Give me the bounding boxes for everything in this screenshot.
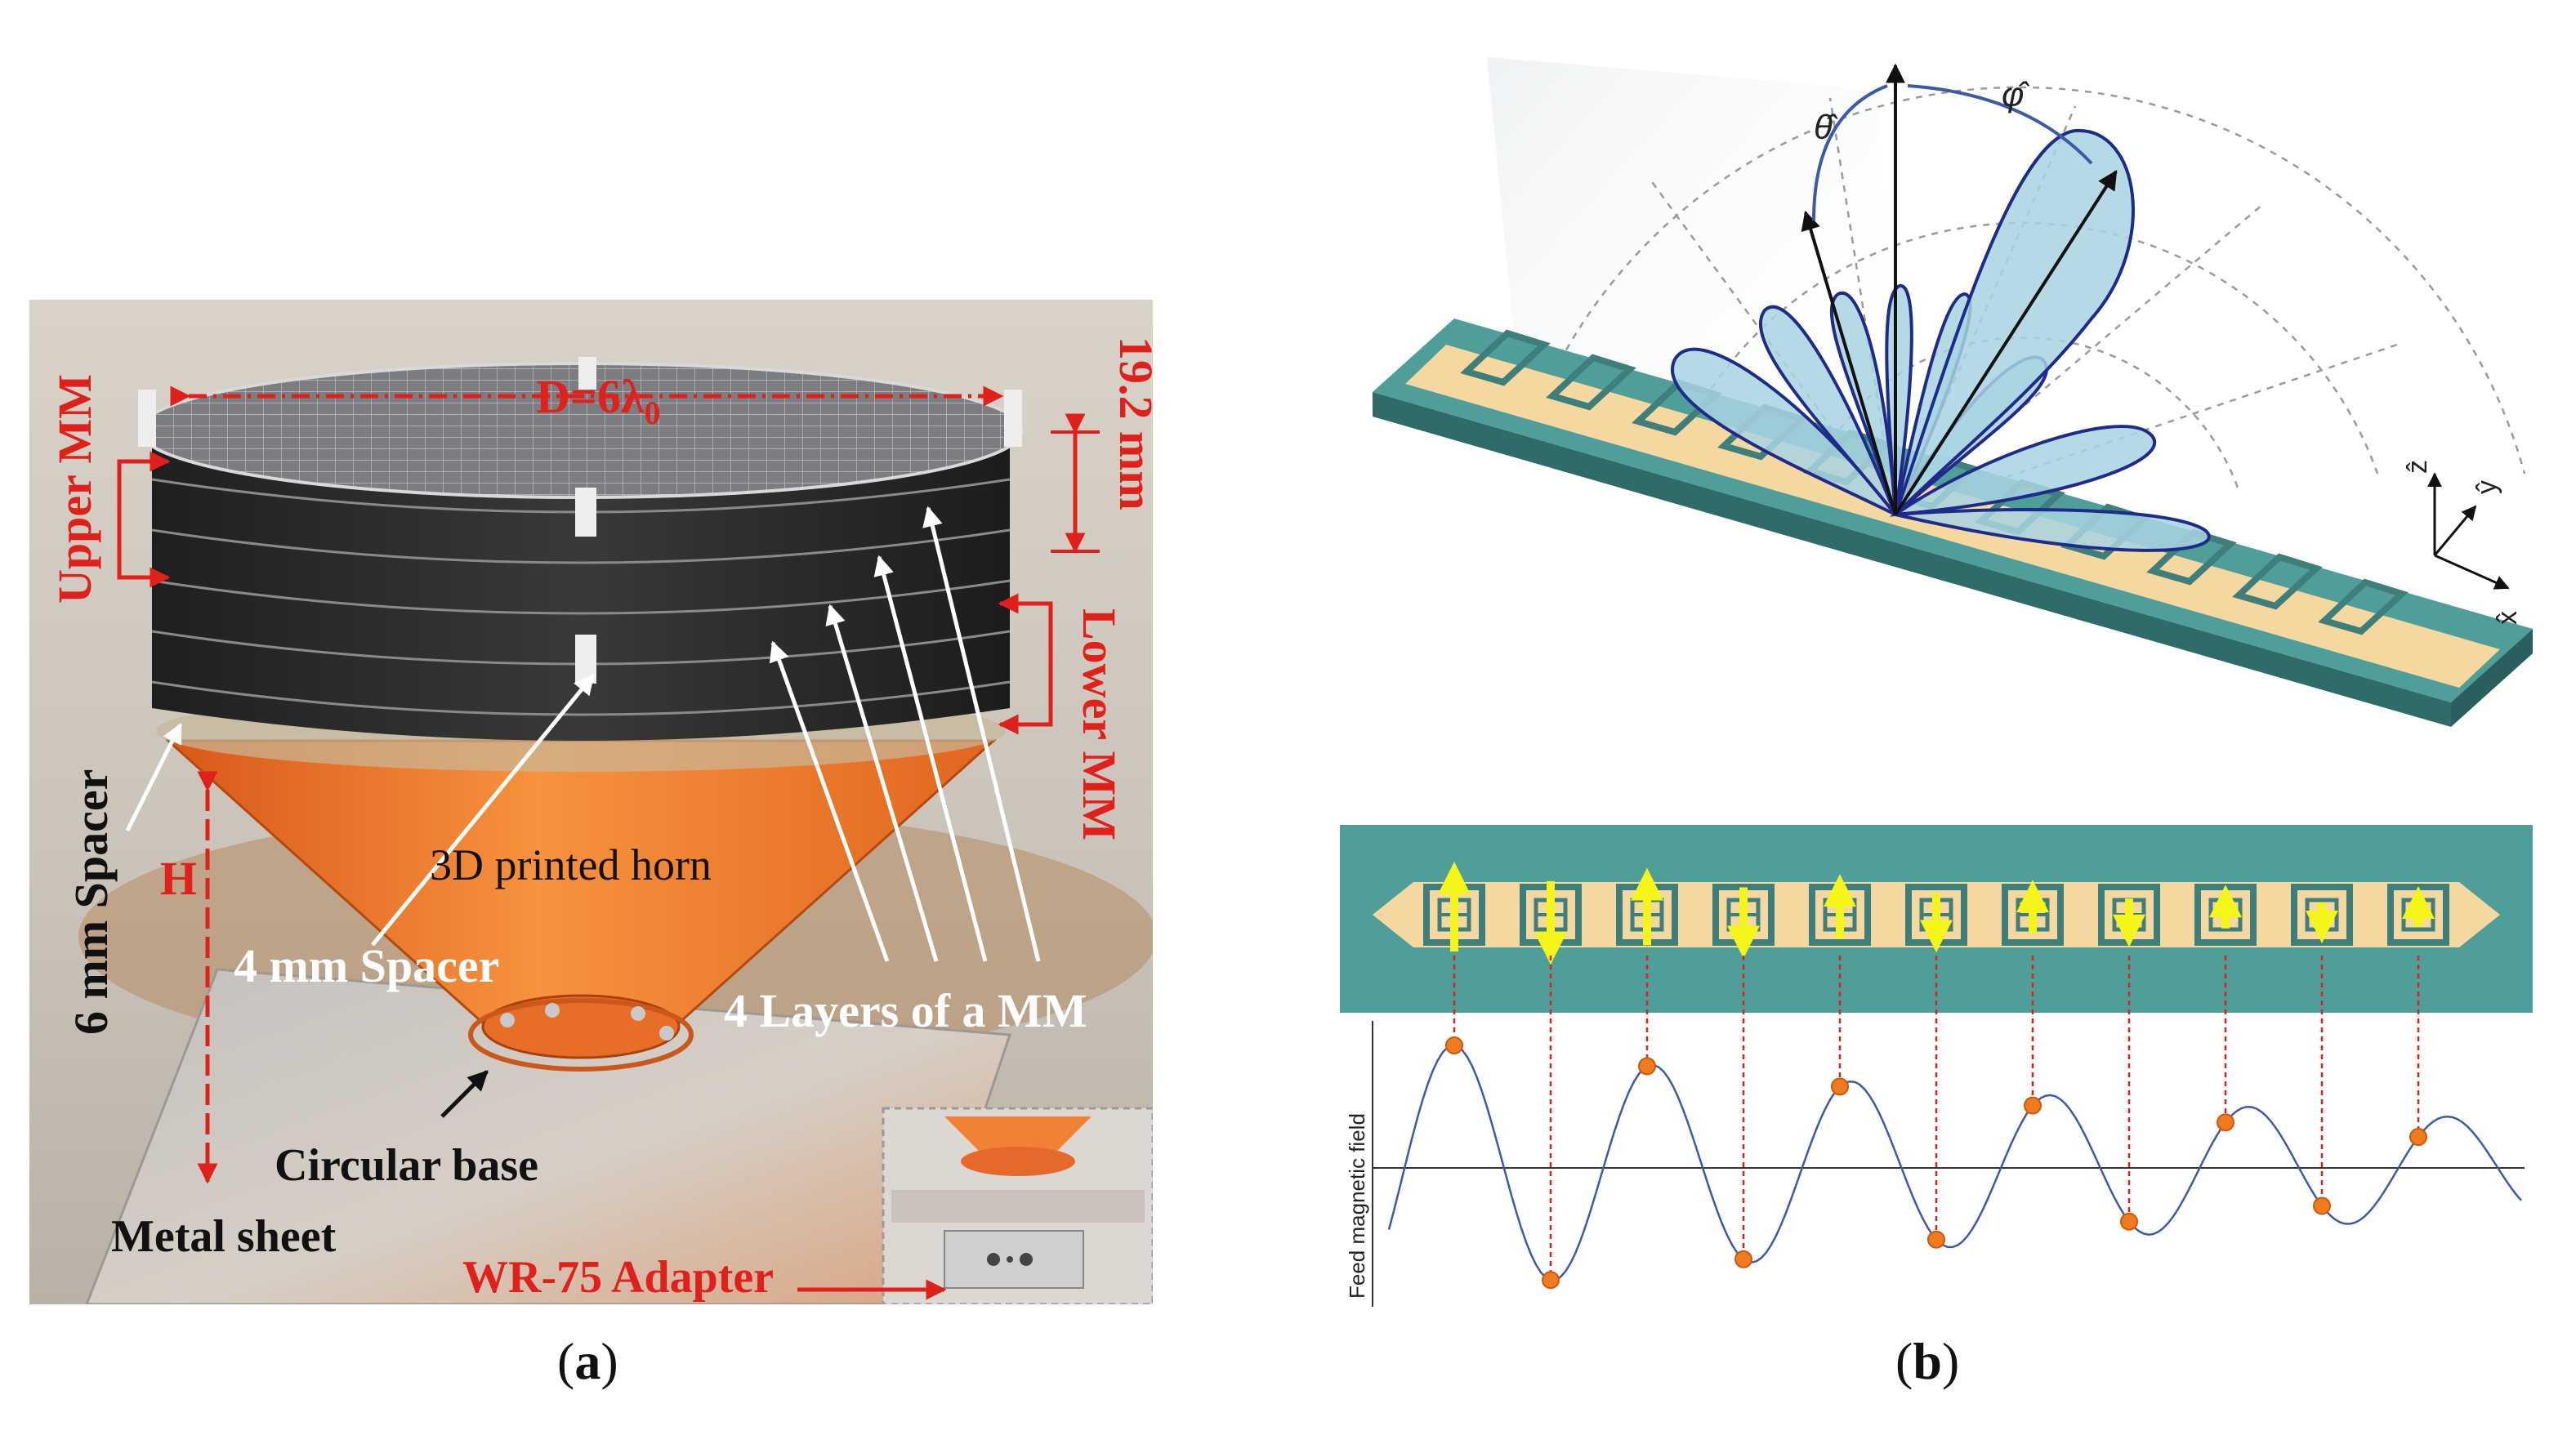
lower-mm-label: Lower MM (1073, 608, 1126, 840)
phi-label: φ̂ (2002, 75, 2029, 114)
upper-mm-label: Upper MM (48, 374, 101, 604)
sample-dot (1927, 1230, 1945, 1249)
horn-label: 3D printed horn (430, 840, 712, 889)
sample-dots (1445, 1036, 2427, 1290)
feed-field-diagram: Feed magnetic field (1340, 825, 2533, 1307)
adapter-label: WR-75 Adapter (462, 1252, 774, 1303)
sample-dot (2120, 1212, 2138, 1231)
panel-a: D=6λ0 Upper MM 19.2 mm Lower MM 6 mm Spa… (29, 300, 1153, 1304)
sample-dot (1445, 1036, 1463, 1054)
adapter-inset (882, 1107, 1153, 1304)
axis-x-label: x̂ (2492, 611, 2523, 625)
axis-y-label: ŷ (2471, 480, 2502, 494)
height-19mm-label: 19.2 mm (1109, 336, 1153, 510)
axis-z-label: ẑ (2402, 460, 2433, 474)
caption-a: (a) (557, 1332, 618, 1390)
sample-dot (2024, 1096, 2042, 1115)
panel-b-bottom: Feed magnetic field (1340, 825, 2533, 1315)
sample-dot (1638, 1057, 1656, 1076)
sample-dot (1831, 1077, 1849, 1096)
feed-axis-label: Feed magnetic field (1345, 1113, 1369, 1299)
sample-dot (1542, 1271, 1560, 1290)
unit-cells (1423, 884, 2449, 946)
sample-dot (1734, 1250, 1752, 1268)
caption-b: (b) (1895, 1332, 1960, 1390)
drop-lines (1453, 956, 2420, 1281)
spacer-6mm-label: 6 mm Spacer (65, 769, 118, 1035)
radiation-pattern-diagram: θ̂ φ̂ ẑ ŷ x̂ (1373, 57, 2533, 727)
field-arrows (1438, 862, 2435, 965)
panel-b-top: θ̂ φ̂ ẑ ŷ x̂ (1356, 49, 2565, 784)
layers-label: 4 Layers of a MM (724, 984, 1087, 1037)
sample-dot (2409, 1128, 2427, 1147)
sample-dot (2217, 1113, 2234, 1132)
diameter-label: D=6λ0 (536, 370, 660, 431)
metal-sheet-label: Metal sheet (111, 1211, 337, 1262)
feed-wave-curve (1387, 1044, 2522, 1281)
spacer-4mm-label: 4 mm Spacer (234, 939, 499, 992)
sample-dot (2313, 1197, 2331, 1215)
panel-a-photo: D=6λ0 Upper MM 19.2 mm Lower MM 6 mm Spa… (29, 300, 1153, 1304)
circular-base-label: Circular base (275, 1140, 538, 1191)
height-h-label: H (160, 852, 197, 905)
